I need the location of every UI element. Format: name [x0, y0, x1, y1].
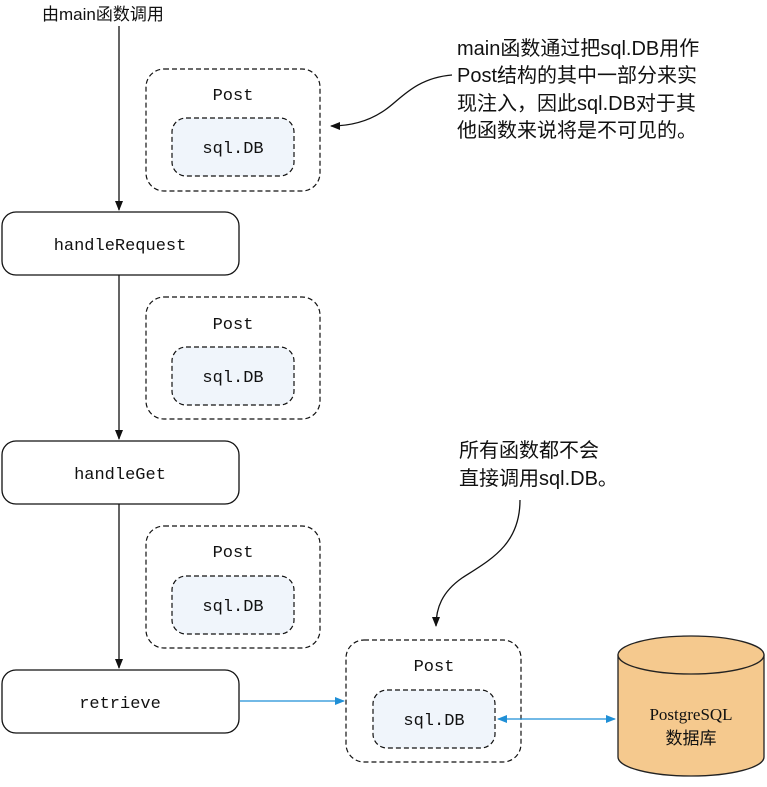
database-name: PostgreSQL	[649, 705, 732, 724]
post-label: Post	[213, 544, 254, 563]
function-box-handlerequest: handleRequest	[1, 211, 240, 276]
annotation-pointer-mid	[432, 499, 521, 627]
annotation-line: Post结构的其中一部分来实	[457, 64, 697, 87]
post-label: Post	[213, 87, 254, 106]
sql-db-label: sql.DB	[202, 598, 263, 617]
annotation-no-direct-call-note: 所有函数都不会 直接调用sql.DB。	[459, 439, 618, 490]
post-box-4: Post sql.DB	[345, 639, 522, 763]
database-subtitle: 数据库	[666, 729, 717, 748]
post-label: Post	[414, 658, 455, 677]
function-label: handleGet	[74, 466, 166, 485]
sql-db-label: sql.DB	[202, 369, 263, 388]
sql-db-label: sql.DB	[403, 712, 464, 731]
post-box-1: Post sql.DB	[145, 68, 321, 192]
function-box-handleget: handleGet	[1, 440, 240, 505]
annotation-pointer-top	[330, 74, 453, 130]
annotation-line: 所有函数都不会	[459, 439, 599, 462]
post-box-2: Post sql.DB	[145, 296, 321, 420]
function-label: retrieve	[79, 695, 161, 714]
post-box-3: Post sql.DB	[145, 525, 321, 649]
annotation-line: 直接调用sql.DB。	[459, 467, 618, 490]
database-cylinder-icon: PostgreSQL 数据库	[617, 635, 765, 777]
annotation-line: main函数通过把sql.DB用作	[457, 37, 699, 60]
annotation-injection-note: main函数通过把sql.DB用作 Post结构的其中一部分来实 现注入，因此s…	[457, 37, 699, 142]
annotation-line: 他函数来说将是不可见的。	[457, 119, 697, 142]
function-label: handleRequest	[54, 237, 187, 256]
post-label: Post	[213, 316, 254, 335]
annotation-line: 现注入，因此sql.DB对于其	[457, 92, 696, 115]
caller-label: 由main函数调用	[42, 5, 164, 24]
sql-db-label: sql.DB	[202, 140, 263, 159]
function-box-retrieve: retrieve	[1, 669, 240, 734]
